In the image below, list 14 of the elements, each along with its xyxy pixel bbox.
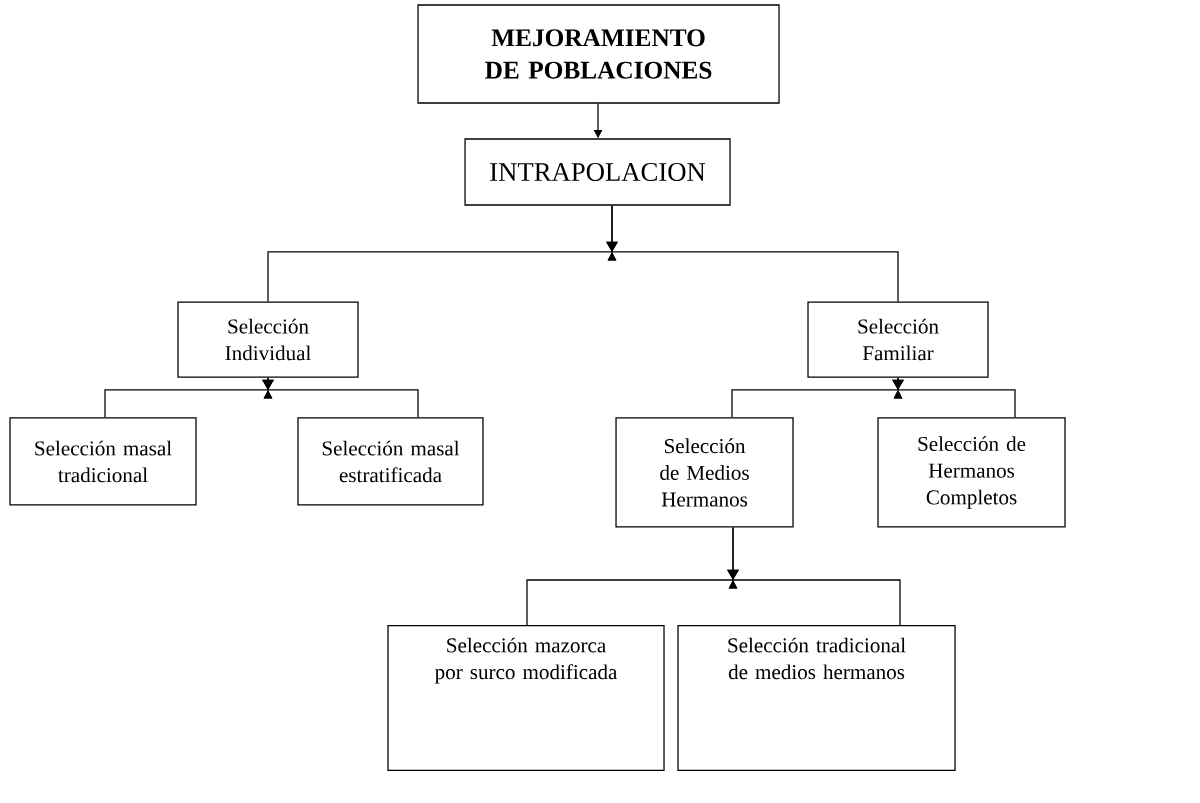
arrow: [727, 526, 901, 626]
process-box: Selección masal estratificada: [297, 417, 484, 506]
arrow: [262, 377, 419, 418]
arrow: [606, 205, 899, 302]
process-box: Selección de Hermanos Completos: [877, 417, 1066, 528]
title-box: MEJORAMIENTO DE POBLACIONES: [417, 4, 780, 104]
arrow: [892, 377, 1016, 418]
process-box: Selección Familiar: [807, 301, 989, 378]
process-box: Selección masal tradicional: [9, 417, 197, 506]
process-box: Selección Individual: [177, 301, 359, 378]
process-box: Selección de Medios Hermanos: [615, 417, 794, 528]
process-box: INTRAPOLACION: [464, 138, 731, 206]
process-box: Selección tradicional de medios hermanos: [677, 625, 956, 771]
process-box: Selección mazorca por surco modificada: [387, 625, 665, 771]
